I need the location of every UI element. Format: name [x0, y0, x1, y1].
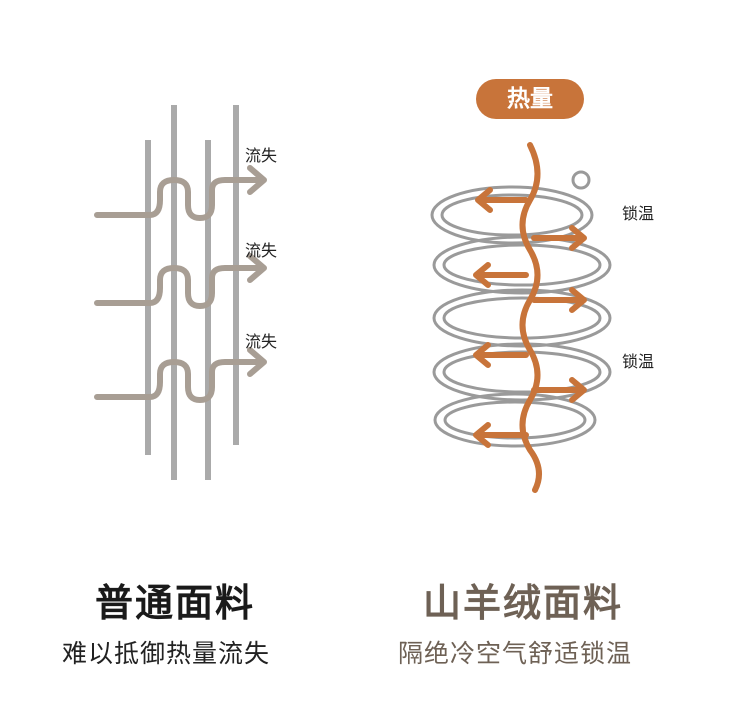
heat-loss-arrow — [94, 253, 267, 309]
retain-label: 锁温 — [622, 204, 655, 223]
heat-loss-arrows — [94, 165, 267, 403]
loss-label: 流失 — [245, 241, 278, 260]
normal-fabric-fibers — [145, 105, 239, 480]
heat-loss-arrow — [94, 165, 267, 221]
loss-label: 流失 — [245, 146, 278, 165]
cashmere-fabric-title: 山羊绒面料 — [423, 581, 624, 625]
heat-retention-arrows — [473, 142, 587, 493]
heat-badge: 热量 — [476, 79, 584, 119]
normal-fabric-title: 普通面料 — [95, 581, 256, 625]
heat-loss-arrow — [94, 347, 267, 403]
cashmere-coil — [430, 170, 612, 448]
loss-label: 流失 — [245, 332, 278, 351]
cashmere-fabric-subtitle: 隔绝冷空气舒适锁温 — [398, 639, 633, 668]
normal-fabric-subtitle: 难以抵御热量流失 — [62, 639, 271, 668]
retain-label: 锁温 — [622, 352, 655, 371]
